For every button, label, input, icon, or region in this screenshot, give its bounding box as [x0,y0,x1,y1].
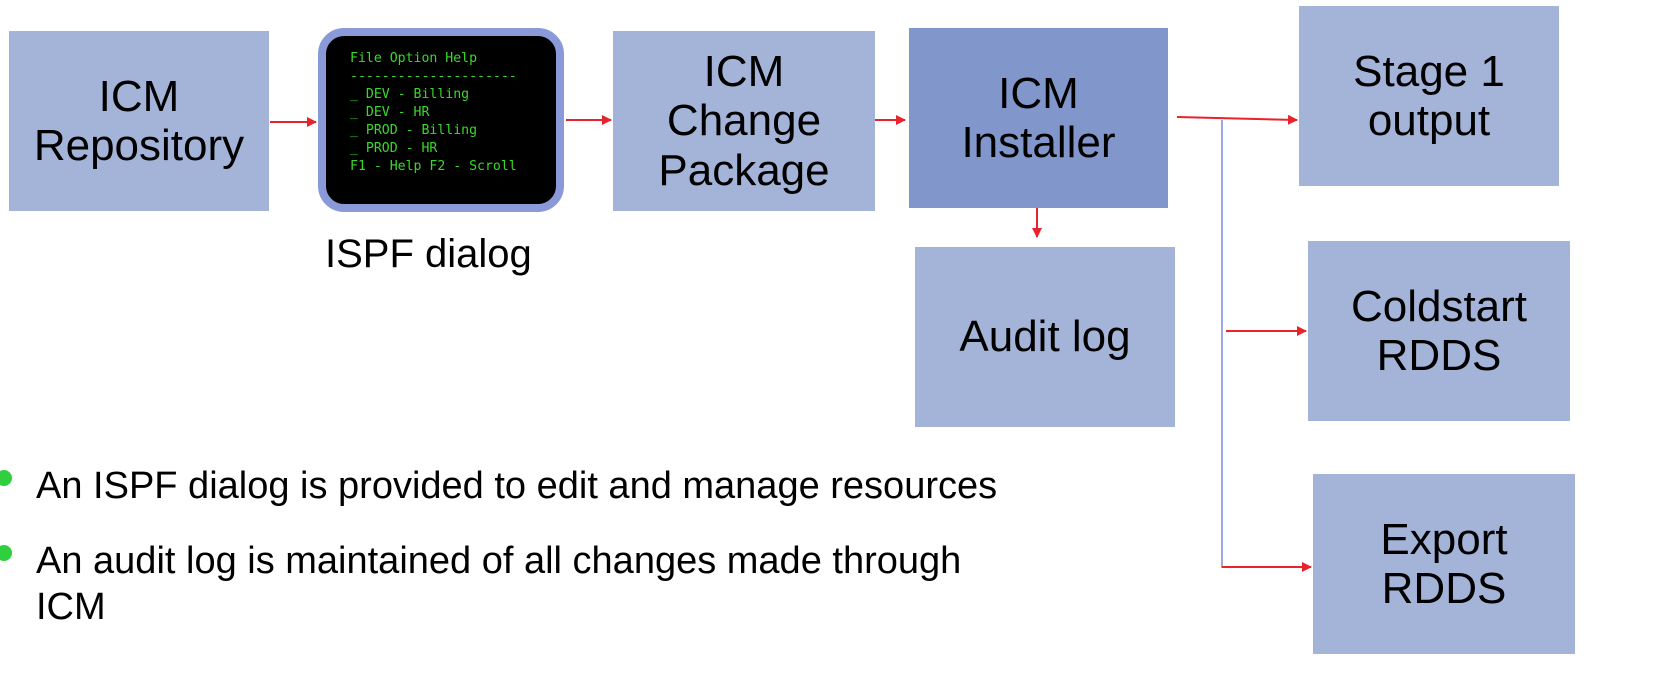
stage1-output-box: Stage 1 output [1299,6,1559,186]
bullet-text: An ISPF dialog is provided to edit and m… [36,465,998,507]
export-rdds-box: Export RDDS [1313,474,1575,654]
terminal-line-separator: --------------------- [350,69,517,84]
icm-change-package-label: ICM Change Package [658,47,830,195]
terminal-line-menu: File Option Help [350,51,478,66]
audit-log-box: Audit log [915,247,1175,427]
export-rdds-label: Export RDDS [1380,514,1508,613]
terminal-line-prod-hr: _ PROD - HR [350,141,438,156]
icm-installer-box: ICM Installer [909,28,1168,208]
ispf-dialog-terminal: File Option Help --------------------- _… [318,28,564,212]
terminal-line-prod-billing: _ PROD - Billing [350,123,478,138]
terminal-line-dev-hr: _ DEV - HR [350,105,430,120]
coldstart-rdds-label: Coldstart RDDS [1350,281,1528,380]
bullet-dot-icon [0,470,12,486]
stage1-output-label: Stage 1 output [1353,46,1505,145]
icm-repository-box: ICM Repository [9,31,269,211]
arrow-installer-to-stage1 [1176,114,1298,125]
icm-installer-label: ICM Installer [961,68,1116,167]
coldstart-rdds-box: Coldstart RDDS [1308,241,1570,421]
icm-change-package-box: ICM Change Package [613,31,875,211]
ispf-dialog-caption: ISPF dialog [325,232,532,276]
icm-repository-label: ICM Repository [33,71,245,170]
bullet-text: An audit log is maintained of all change… [36,540,962,628]
terminal-line-dev-billing: _ DEV - Billing [350,87,470,102]
audit-log-label: Audit log [959,312,1131,362]
bullet-dot-icon [0,545,12,561]
terminal-line-function-keys: F1 - Help F2 - Scroll [350,159,517,174]
